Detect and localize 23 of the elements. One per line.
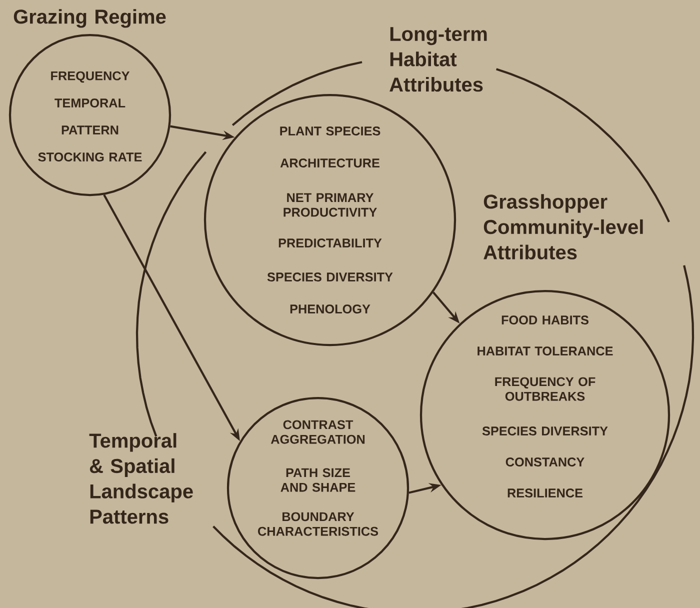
attribute-label: PATH SIZE AND SHAPE — [280, 468, 356, 492]
attribute-label: PLANT SPECIES — [280, 126, 380, 136]
attribute-label: CONSTANCY — [506, 458, 584, 466]
attribute-label: HABITAT TOLERANCE — [478, 346, 613, 356]
heading: Grasshopper Community-level Attributes — [484, 194, 643, 260]
attribute-label: TEMPORAL — [54, 98, 126, 108]
attribute-label: RESILIENCE — [508, 488, 583, 498]
heading: Grazing Regime — [14, 9, 166, 28]
attribute-label: PREDICTABILITY — [278, 238, 382, 248]
attribute-label: SPECIES DIVERSITY — [267, 272, 393, 282]
attribute-label: SPECIES DIVERSITY — [482, 426, 608, 436]
attribute-label: FREQUENCY — [51, 71, 130, 83]
attribute-label: NET PRIMARY PRODUCTIVITY — [284, 193, 377, 217]
attribute-label: PHENOLOGY — [290, 304, 370, 314]
attribute-label: CONTRAST AGGREGATION — [270, 420, 365, 444]
heading: Long-term Habitat Attributes — [390, 27, 487, 92]
attribute-label: FREQUENCY OF OUTBREAKS — [495, 377, 596, 401]
attribute-label: BOUNDARY CHARACTERISTICS — [258, 512, 378, 536]
attribute-label: PATTERN — [62, 126, 118, 134]
attribute-label: STOCKING RATE — [38, 152, 142, 162]
heading: Temporal & Spatial Landscape Patterns — [89, 433, 193, 524]
attribute-label: FOOD HABITS — [502, 316, 588, 324]
attribute-label: ARCHITECTURE — [280, 158, 380, 168]
